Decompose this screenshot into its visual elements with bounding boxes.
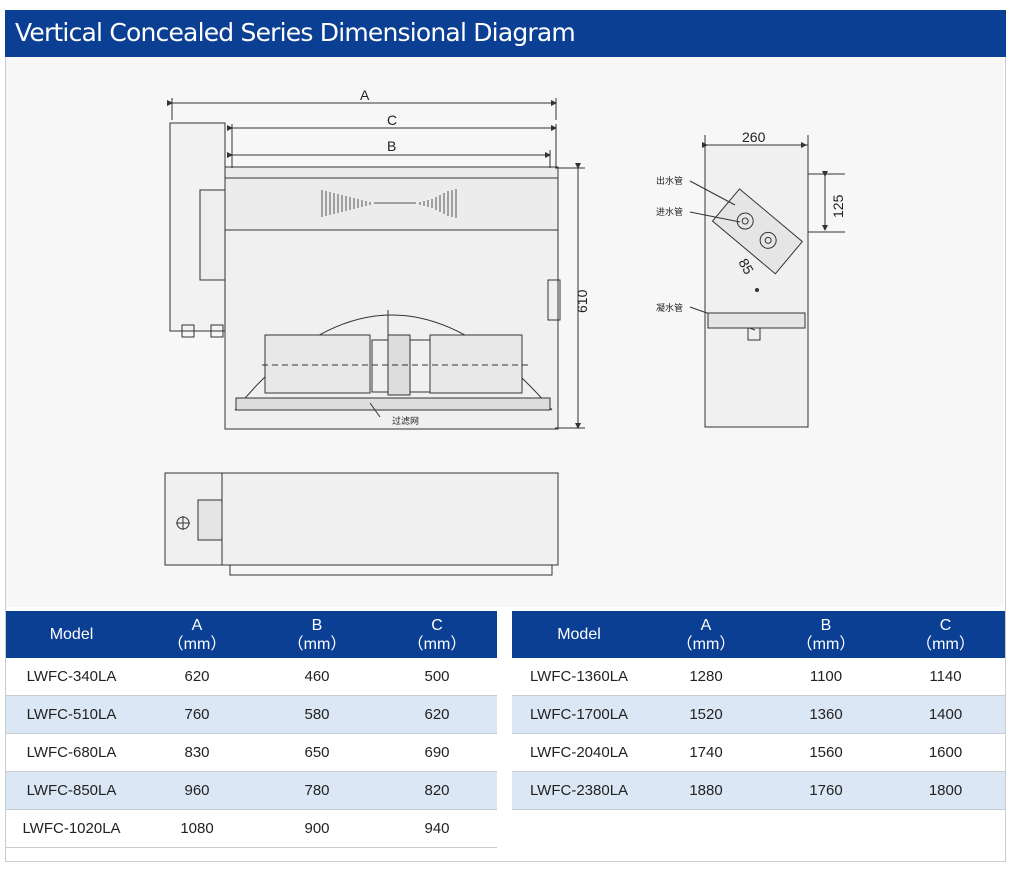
cell-model: LWFC-2380LA (512, 771, 646, 810)
cell-b: 1100 (766, 658, 886, 696)
side-view (689, 135, 845, 428)
label-outlet-pipe: 出水管 (656, 175, 683, 187)
cell-model: LWFC-2040LA (512, 733, 646, 772)
cell-a: 1520 (646, 695, 766, 734)
table-header-row: Model A（mm） B（mm） C（mm） (512, 611, 1005, 658)
dim-label-a: A (360, 87, 370, 103)
table-row: LWFC-340LA 620 460 500 (6, 658, 497, 696)
cell-b: 650 (257, 733, 377, 772)
cell-b: 900 (257, 809, 377, 848)
table-row: LWFC-1020LA 1080 900 940 (6, 809, 497, 848)
cell-b: 460 (257, 658, 377, 696)
col-header-b: B（mm） (257, 611, 377, 658)
table-header-row: Model A（mm） B（mm） C（mm） (6, 611, 497, 658)
cell-model: LWFC-680LA (6, 733, 137, 772)
cell-c: 690 (377, 733, 497, 772)
page-title: Vertical Concealed Series Dimensional Di… (15, 18, 576, 47)
col-header-a: A（mm） (646, 611, 766, 658)
cell-a: 1080 (137, 809, 257, 848)
cell-b: 1360 (766, 695, 886, 734)
cell-b: 1560 (766, 733, 886, 772)
dim-label-b: B (387, 138, 396, 154)
cell-model: LWFC-340LA (6, 658, 137, 696)
cell-model: LWFC-1020LA (6, 809, 137, 848)
table-row: LWFC-680LA 830 650 690 (6, 733, 497, 772)
dim-label-125: 125 (830, 194, 846, 218)
cell-b: 1760 (766, 771, 886, 810)
dim-label-610: 610 (574, 289, 590, 313)
col-header-model: Model (6, 611, 137, 658)
cell-c: 1400 (886, 695, 1005, 734)
cell-c: 940 (377, 809, 497, 848)
col-header-model: Model (512, 611, 646, 658)
dim-label-85: 85 (735, 256, 757, 278)
table-row: LWFC-510LA 760 580 620 (6, 695, 497, 734)
cell-a: 1880 (646, 771, 766, 810)
dimensional-drawing: A C B 260 610 125 85 出水管 进水管 凝水管 过滤网 (164, 87, 846, 576)
cell-a: 830 (137, 733, 257, 772)
cell-model: LWFC-510LA (6, 695, 137, 734)
cell-c: 620 (377, 695, 497, 734)
title-bar: Vertical Concealed Series Dimensional Di… (5, 10, 1006, 57)
table-row: LWFC-2040LA 1740 1560 1600 (512, 733, 1005, 772)
table-row: LWFC-1360LA 1280 1100 1140 (512, 658, 1005, 696)
dimensions-table-left: Model A（mm） B（mm） C（mm） LWFC-340LA 620 4… (6, 611, 497, 848)
cell-a: 760 (137, 695, 257, 734)
table-row: LWFC-850LA 960 780 820 (6, 771, 497, 810)
cell-a: 960 (137, 771, 257, 810)
cell-a: 1740 (646, 733, 766, 772)
bottom-view (164, 472, 559, 576)
front-view (167, 98, 585, 430)
table-row: LWFC-1700LA 1520 1360 1400 (512, 695, 1005, 734)
col-header-c: C（mm） (886, 611, 1005, 658)
cell-c: 500 (377, 658, 497, 696)
cell-b: 580 (257, 695, 377, 734)
cell-c: 1140 (886, 658, 1005, 696)
cell-b: 780 (257, 771, 377, 810)
cell-model: LWFC-1360LA (512, 658, 646, 696)
col-header-c: C（mm） (377, 611, 497, 658)
label-drain-pipe: 凝水管 (656, 302, 683, 314)
table-row: LWFC-2380LA 1880 1760 1800 (512, 771, 1005, 810)
col-header-a: A（mm） (137, 611, 257, 658)
label-inlet-pipe: 进水管 (656, 206, 683, 218)
dim-label-260: 260 (742, 129, 766, 145)
dim-label-c: C (387, 112, 397, 128)
cell-a: 620 (137, 658, 257, 696)
cell-c: 1600 (886, 733, 1005, 772)
cell-model: LWFC-850LA (6, 771, 137, 810)
dimensions-table-right: Model A（mm） B（mm） C（mm） LWFC-1360LA 1280… (512, 611, 1005, 810)
cell-c: 820 (377, 771, 497, 810)
cell-model: LWFC-1700LA (512, 695, 646, 734)
label-filter: 过滤网 (392, 415, 419, 427)
cell-a: 1280 (646, 658, 766, 696)
col-header-b: B（mm） (766, 611, 886, 658)
cell-c: 1800 (886, 771, 1005, 810)
